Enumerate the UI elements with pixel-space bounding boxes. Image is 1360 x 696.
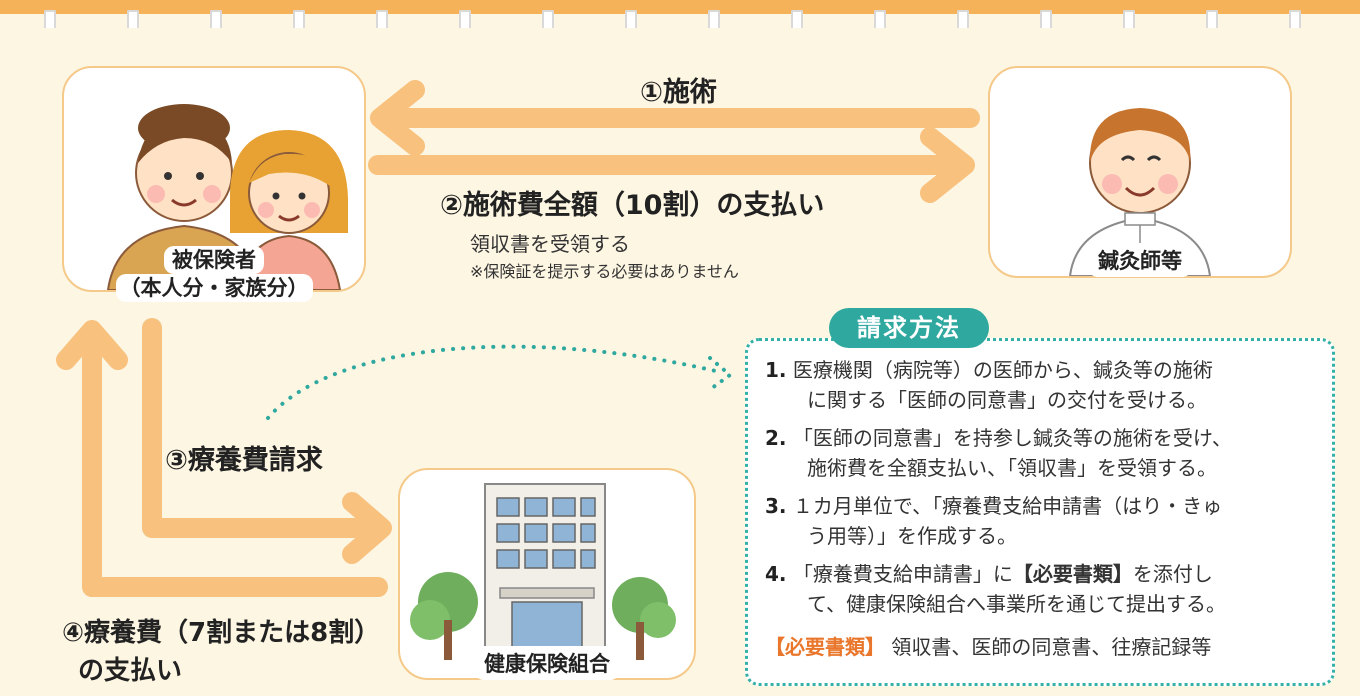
binder-clip xyxy=(625,10,637,28)
method-step-4-line1-post: を添付し xyxy=(1132,562,1213,586)
union-label-wrap: 健康保険組合 xyxy=(398,646,696,680)
union-card xyxy=(398,468,696,680)
binder-clip xyxy=(44,10,56,28)
arrow-payment xyxy=(368,127,975,203)
arrow-reimbursement xyxy=(56,320,388,597)
union-label: 健康保険組合 xyxy=(474,646,620,680)
binder-clip xyxy=(1123,10,1135,28)
step3-label: ③療養費請求 xyxy=(165,445,323,476)
required-docs-row: 【必要書類】 領収書、医師の同意書、往療記録等 xyxy=(765,632,1211,662)
arrow-to-method-head xyxy=(708,356,734,390)
insured-label-line1: 被保険者 xyxy=(164,246,264,274)
step2-note2: ※保険証を提示する必要はありません xyxy=(470,262,739,281)
method-step-4-line2: て、健康保険組合へ事業所を通じて提出する。 xyxy=(807,592,1226,616)
method-step-3-line2: う用等）」を作成する。 xyxy=(807,524,1017,548)
practitioner-card xyxy=(988,66,1292,278)
method-step-3-line1: １カ月単位で、「療養費支給申請書（はり・きゅ xyxy=(792,494,1223,518)
insured-card xyxy=(62,66,366,292)
method-step-1-num: 1. xyxy=(765,358,787,382)
practitioner-label: 鍼灸師等 xyxy=(1088,243,1192,277)
method-step-4-line1-req: 【必要書類】 xyxy=(1012,562,1133,586)
step2-label: ②施術費全額（10割）の支払い xyxy=(440,190,825,221)
insured-label-line2: （本人分・家族分） xyxy=(115,274,313,302)
insured-label: 被保険者 （本人分・家族分） xyxy=(62,246,366,302)
method-step-2-num: 2. xyxy=(765,426,787,450)
method-step-2-line2: 施術費を全額支払い、「領収書」を受領する。 xyxy=(807,456,1217,480)
method-step-4-line1-pre: 「療養費支給申請書」に xyxy=(792,562,1013,586)
binder-clip xyxy=(1289,10,1301,28)
required-docs-label: 【必要書類】 xyxy=(765,635,885,659)
method-step-2: 2. 「医師の同意書」を持参し鍼灸等の施術を受け、 施術費を全額支払い、「領収書… xyxy=(765,423,1232,483)
arrow-to-method xyxy=(266,344,722,420)
method-step-2-line1: 「医師の同意書」を持参し鍼灸等の施術を受け、 xyxy=(792,426,1232,450)
binder-clip xyxy=(210,10,222,28)
method-step-1: 1. 医療機関（病院等）の医師から、鍼灸等の施術 に関する「医師の同意書」の交付… xyxy=(765,355,1213,415)
method-step-3: 3. １カ月単位で、「療養費支給申請書（はり・きゅ う用等）」を作成する。 xyxy=(765,491,1222,551)
method-step-4-num: 4. xyxy=(765,562,787,586)
binder-clip xyxy=(1040,10,1052,28)
arrow-claim xyxy=(142,318,392,564)
building-illustration xyxy=(410,483,676,669)
method-step-1-line1: 医療機関（病院等）の医師から、鍼灸等の施術 xyxy=(792,358,1213,382)
claim-method-box xyxy=(745,338,1335,686)
binder-clip xyxy=(459,10,471,28)
binder-clip xyxy=(293,10,305,28)
method-step-3-num: 3. xyxy=(765,494,787,518)
binder-clip xyxy=(376,10,388,28)
binder-clip xyxy=(791,10,803,28)
claim-method-title: 請求方法 xyxy=(829,308,989,348)
step2-note1: 領収書を受領する xyxy=(470,232,630,256)
arrow-treatment xyxy=(370,80,980,156)
binder-clip xyxy=(708,10,720,28)
top-bar xyxy=(0,0,1360,14)
required-docs-items: 領収書、医師の同意書、往療記録等 xyxy=(891,635,1212,659)
binder-clip xyxy=(542,10,554,28)
practitioner-label-wrap: 鍼灸師等 xyxy=(988,243,1292,277)
step4-label-line2: の支払い xyxy=(78,656,183,686)
method-step-4: 4. 「療養費支給申請書」に【必要書類】を添付し て、健康保険組合へ事業所を通じ… xyxy=(765,559,1226,619)
step1-label: ①施術 xyxy=(640,77,717,108)
binder-clip xyxy=(127,10,139,28)
binder-clip xyxy=(1206,10,1218,28)
step4-label-line1: ④療養費（7割または8割） xyxy=(62,618,381,648)
binder-clip xyxy=(874,10,886,28)
binder-clip xyxy=(957,10,969,28)
method-step-1-line2: に関する「医師の同意書」の交付を受ける。 xyxy=(807,388,1207,412)
